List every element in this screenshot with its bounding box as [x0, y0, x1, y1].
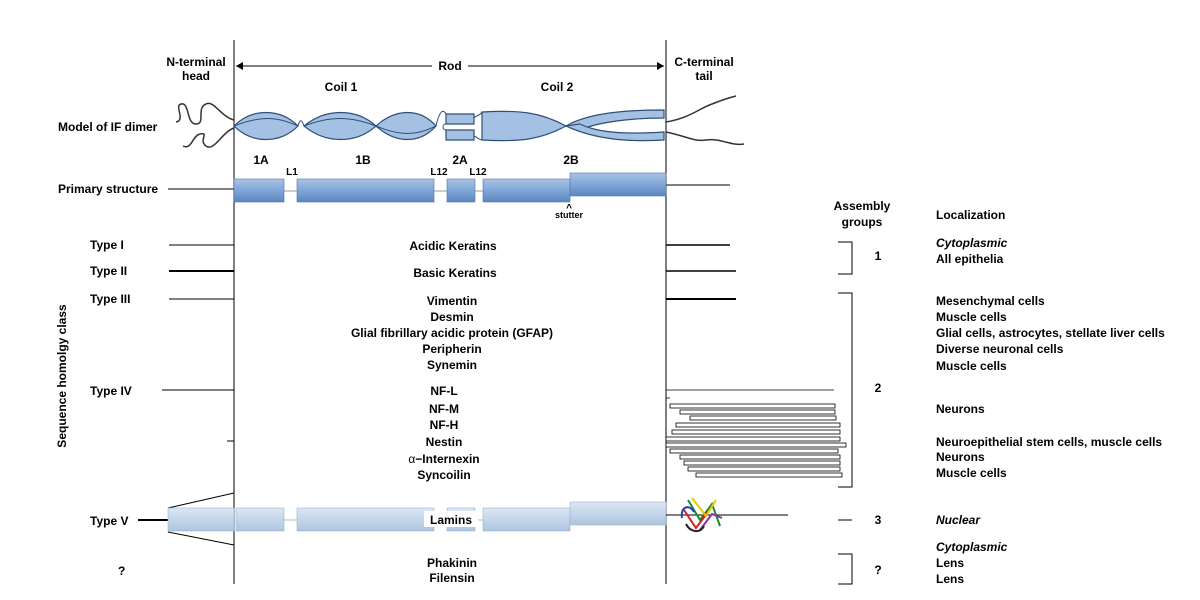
syncoilin-label: Syncoilin: [417, 468, 470, 482]
phakinin-label: Phakinin: [427, 556, 477, 570]
segment-1a-label: 1A: [253, 153, 269, 167]
n-terminal-head-label: N-terminal: [166, 55, 225, 69]
type-v-expand-top: [167, 492, 235, 509]
type-iii-label: Type III: [90, 292, 130, 306]
localization-header: Localization: [936, 208, 1005, 222]
type-ii-label: Type II: [90, 264, 127, 278]
stutter-mark: ^: [566, 203, 572, 214]
loc-cytoplasmic-1: Cytoplasmic: [936, 236, 1008, 250]
model-row-label: Model of IF dimer: [58, 120, 158, 134]
coil-2-label: Coil 2: [541, 80, 574, 94]
loc-all-epithelia: All epithelia: [936, 252, 1004, 266]
type-i-label: Type I: [90, 238, 124, 252]
alpha-internexin-label: α−Internexin: [408, 452, 479, 466]
lamins-label: Lamins: [430, 513, 472, 527]
loc-muscle-1: Muscle cells: [936, 310, 1007, 324]
ig-fold-domain-icon: [680, 497, 723, 532]
nf-m-label: NF-M: [429, 402, 459, 416]
loc-neurons-1: Neurons: [936, 402, 985, 416]
type-iv-tail-lines: [665, 389, 847, 478]
segment-2b-label: 2B: [563, 153, 579, 167]
segment-1b-label: 1B: [355, 153, 371, 167]
primary-structure-bar: [233, 172, 667, 203]
sequence-homology-axis-label: Sequence homolgy class: [55, 304, 69, 448]
linker-l12-label-2: L12: [469, 167, 487, 178]
lamins-label-background: [424, 511, 478, 527]
nf-h-label: NF-H: [430, 418, 459, 432]
loc-glial: Glial cells, astrocytes, stellate liver …: [936, 326, 1165, 340]
loc-neurons-2: Neurons: [936, 450, 985, 464]
loc-neuroepithelial: Neuroepithelial stem cells, muscle cells: [936, 435, 1162, 449]
nf-l-label: NF-L: [430, 384, 457, 398]
primary-row-label: Primary structure: [58, 182, 158, 196]
desmin-label: Desmin: [430, 310, 473, 324]
loc-lens-1: Lens: [936, 556, 964, 570]
gfap-label: Glial fibrillary acidic protein (GFAP): [351, 326, 553, 340]
rod-label: Rod: [438, 59, 461, 73]
alpha-symbol: α: [408, 452, 415, 466]
loc-lens-2: Lens: [936, 572, 964, 586]
linker-l1-label: L1: [286, 167, 298, 178]
segment-2a-label: 2A: [452, 153, 468, 167]
acidic-keratins-label: Acidic Keratins: [409, 239, 497, 253]
nestin-label: Nestin: [426, 435, 463, 449]
loc-muscle-3: Muscle cells: [936, 466, 1007, 480]
assembly-groups-header: Assembly: [834, 199, 891, 213]
group-2-label: 2: [875, 381, 882, 395]
group-1-label: 1: [875, 249, 882, 263]
loc-nuclear: Nuclear: [936, 513, 981, 527]
synemin-label: Synemin: [427, 358, 477, 372]
loc-muscle-2: Muscle cells: [936, 359, 1007, 373]
loc-mesenchymal: Mesenchymal cells: [936, 294, 1045, 308]
peripherin-label: Peripherin: [422, 342, 481, 356]
type-v-expand-bottom: [167, 531, 235, 546]
unknown-type-label: ?: [118, 564, 125, 578]
type-iv-label: Type IV: [90, 384, 132, 398]
assembly-groups-header-2: groups: [842, 215, 883, 229]
rod-span-arrow: [236, 62, 664, 70]
type-v-label: Type V: [90, 514, 128, 528]
c-terminal-tail-label-2: tail: [695, 69, 712, 83]
stutter-label: stutter: [555, 210, 583, 220]
c-terminal-tail-label: C-terminal: [674, 55, 733, 69]
vimentin-label: Vimentin: [427, 294, 477, 308]
filensin-label: Filensin: [429, 571, 474, 585]
group-3-label: 3: [875, 513, 882, 527]
loc-cytoplasmic-2: Cytoplasmic: [936, 540, 1008, 554]
group-unknown-bracket: [838, 553, 853, 585]
lamin-structure-bar: [167, 501, 667, 532]
coil-1-label: Coil 1: [325, 80, 358, 94]
group-1-bracket: [838, 241, 853, 275]
group-unknown-label: ?: [874, 563, 881, 577]
basic-keratins-label: Basic Keratins: [413, 266, 497, 280]
loc-diverse-neuronal: Diverse neuronal cells: [936, 342, 1064, 356]
internexin-text: −Internexin: [415, 452, 479, 466]
if-dimer-model-illustration: [175, 95, 745, 148]
linker-l12-label: L12: [430, 167, 448, 178]
n-terminal-head-label-2: head: [182, 69, 210, 83]
group-2-bracket: [838, 292, 853, 488]
